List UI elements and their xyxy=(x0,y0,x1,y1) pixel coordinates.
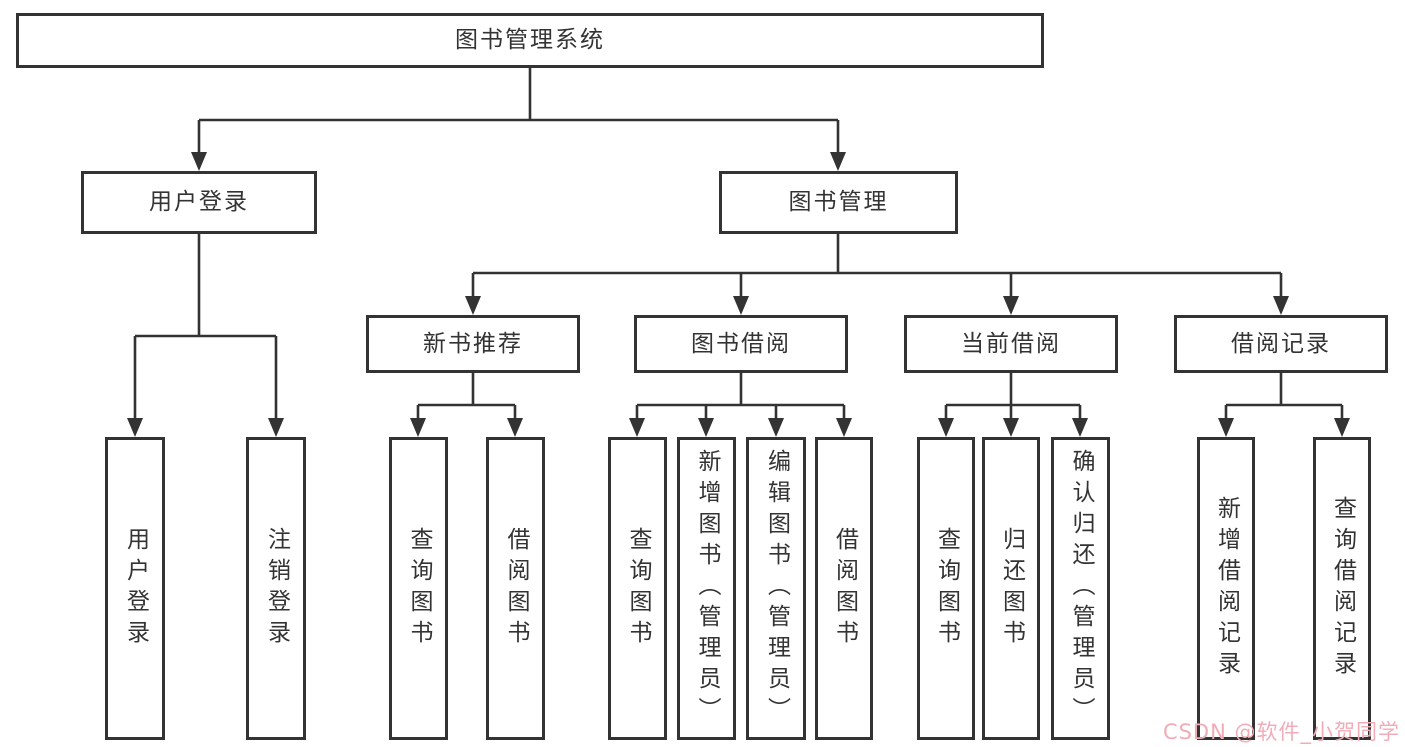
node-new-book-recommend-label: 新书推荐 xyxy=(423,330,523,357)
leaf-edit-book-admin-label: 编辑图书（管理员） xyxy=(763,449,790,728)
leaf-add-book-admin-label: 新增图书（管理员） xyxy=(694,449,720,728)
leaf-borrow-books-recommend: 借阅图书 xyxy=(486,437,545,740)
node-current-borrow-label: 当前借阅 xyxy=(961,330,1061,357)
node-new-book-recommend: 新书推荐 xyxy=(366,315,580,373)
leaf-query-borrow-record-label: 查询借阅记录 xyxy=(1329,495,1356,682)
leaf-confirm-return-admin-label: 确认归还（管理员） xyxy=(1068,449,1094,728)
watermark: CSDN @软件_小贺同学 xyxy=(1162,720,1400,744)
node-root: 图书管理系统 xyxy=(16,13,1044,68)
leaf-return-books-label: 归还图书 xyxy=(998,526,1025,651)
leaf-query-books-recommend-label: 查询图书 xyxy=(406,526,432,651)
connector-paths xyxy=(133,68,1344,418)
node-book-borrow: 图书借阅 xyxy=(634,315,848,373)
leaf-query-books-current: 查询图书 xyxy=(917,437,975,740)
node-root-label: 图书管理系统 xyxy=(455,27,605,53)
node-user-login-label: 用户登录 xyxy=(149,189,249,215)
node-borrow-records-label: 借阅记录 xyxy=(1231,330,1331,357)
leaf-borrow-books-label: 借阅图书 xyxy=(831,526,858,651)
node-borrow-records: 借阅记录 xyxy=(1174,315,1388,373)
node-book-management: 图书管理 xyxy=(719,171,958,234)
node-user-login: 用户登录 xyxy=(81,171,317,234)
leaf-borrow-books: 借阅图书 xyxy=(815,437,873,740)
leaf-add-book-admin: 新增图书（管理员） xyxy=(677,437,736,740)
node-current-borrow: 当前借阅 xyxy=(904,315,1118,373)
arrowhead-icons xyxy=(127,152,1350,437)
leaf-query-books-borrow: 查询图书 xyxy=(608,437,667,740)
leaf-confirm-return-admin: 确认归还（管理员） xyxy=(1051,437,1110,740)
leaf-user-login: 用户登录 xyxy=(105,437,165,740)
leaf-logout: 注销登录 xyxy=(246,437,306,740)
leaf-user-login-label: 用户登录 xyxy=(122,526,149,651)
leaf-query-books-borrow-label: 查询图书 xyxy=(625,526,651,651)
leaf-query-books-recommend: 查询图书 xyxy=(389,437,448,740)
node-book-management-label: 图书管理 xyxy=(788,189,889,215)
leaf-borrow-books-recommend-label: 借阅图书 xyxy=(503,526,529,651)
leaf-query-books-current-label: 查询图书 xyxy=(933,526,960,651)
leaf-add-borrow-record: 新增借阅记录 xyxy=(1197,437,1255,740)
node-book-borrow-label: 图书借阅 xyxy=(691,330,791,357)
leaf-logout-label: 注销登录 xyxy=(263,526,290,651)
leaf-query-borrow-record: 查询借阅记录 xyxy=(1313,437,1371,740)
leaf-edit-book-admin: 编辑图书（管理员） xyxy=(746,437,806,740)
leaf-add-borrow-record-label: 新增借阅记录 xyxy=(1213,495,1240,682)
leaf-return-books: 归还图书 xyxy=(982,437,1040,740)
